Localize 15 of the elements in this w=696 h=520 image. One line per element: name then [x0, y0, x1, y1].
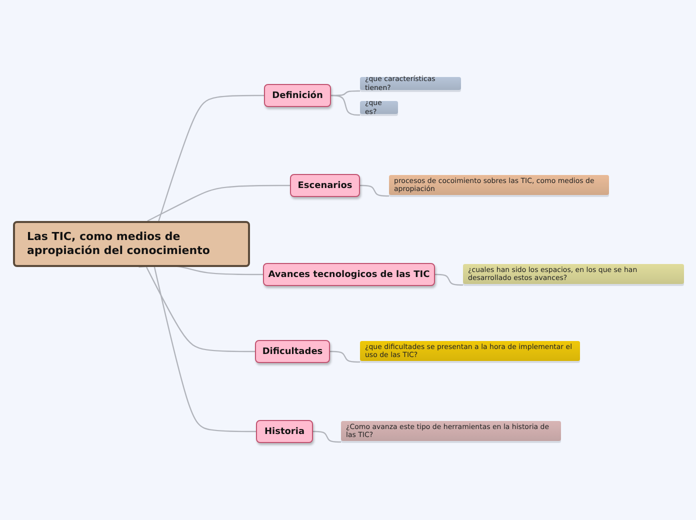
- connector-line: [147, 184, 290, 222]
- topic-box: Historia: [256, 420, 313, 443]
- topic-box: Dificultades: [255, 340, 330, 363]
- connector-line: [313, 430, 341, 443]
- topic-box: Avances tecnologicos de las TIC: [263, 263, 435, 286]
- connector-line: [154, 266, 256, 432]
- topic-box: Definición: [264, 84, 331, 107]
- connector-line: [360, 184, 389, 197]
- connector-line: [330, 350, 360, 363]
- connector-line: [146, 266, 255, 352]
- connector-line: [158, 94, 264, 222]
- connector-line: [435, 274, 463, 286]
- topic-box: Escenarios: [290, 174, 360, 197]
- central-topic: Las TIC, como medios de apropiación del conocimiento: [13, 221, 250, 267]
- connector-line: [331, 94, 360, 116]
